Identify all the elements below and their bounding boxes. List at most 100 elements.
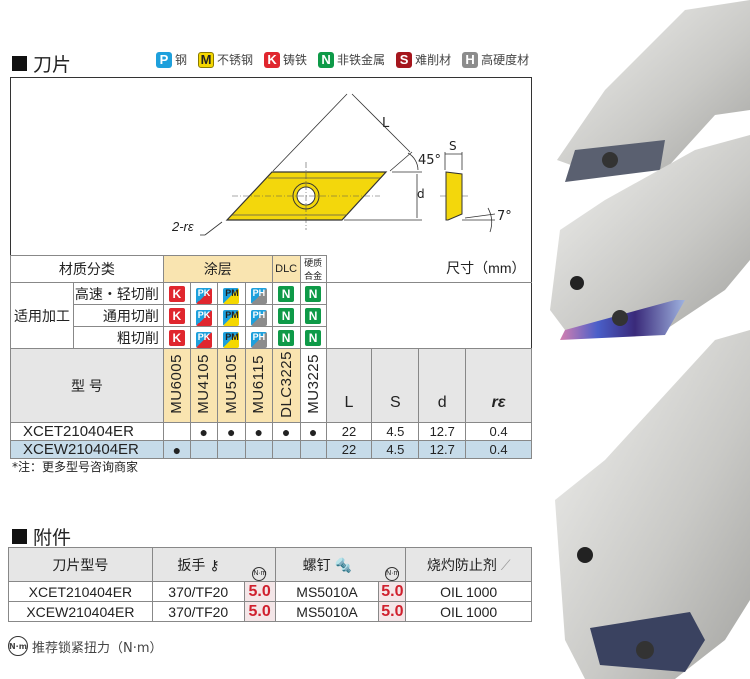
material-icon-n: N (278, 286, 295, 302)
square-bullet-icon (12, 529, 27, 544)
square-bullet-icon (12, 56, 27, 71)
coating-header: 涂层 (162, 255, 273, 283)
grade-header: DLC3225 (271, 348, 301, 423)
legend-label: 高硬度材 (481, 53, 530, 67)
legend-badge-p: P (156, 51, 172, 68)
section-title-text: 刀片 (33, 54, 72, 76)
tube-icon: ⟋ (500, 556, 511, 573)
screw-torque-cell: 5.0 (378, 581, 407, 602)
dim-header-1: S (371, 348, 420, 423)
screw-torque-cell: 5.0 (378, 601, 407, 622)
grade-header: MU6005 (162, 348, 191, 423)
operation-label: 粗切削 (72, 326, 164, 349)
dim-S-cell: 4.5 (371, 422, 420, 441)
tool-photo-2 (550, 135, 750, 340)
accessory-section-title: 附件 (12, 523, 71, 550)
availability-mark: ● (244, 422, 273, 441)
material-icon-pk: PK (195, 288, 212, 304)
material-icon-pm: PM (223, 288, 240, 304)
material-icon-ph: PH (250, 332, 267, 348)
material-icon-n: N (278, 308, 295, 324)
tool-photo-3 (555, 330, 750, 679)
availability-mark (244, 440, 273, 459)
availability-mark (162, 422, 191, 441)
availability-mark (189, 440, 218, 459)
legend-label: 难削材 (415, 53, 452, 67)
model-cell: XCEW210404ER (10, 440, 164, 459)
dim-header-2: d (418, 348, 467, 423)
dim-L-cell: 22 (325, 422, 373, 441)
legend-badge-s: S (396, 51, 413, 68)
angle-45-label: 45° (418, 153, 441, 168)
tool-photo-1 (557, 0, 750, 182)
legend-label: 钢 (175, 53, 188, 67)
material-icon-k: K (168, 330, 185, 346)
grade-header: MU4105 (189, 348, 218, 423)
availability-mark: ● (299, 422, 327, 441)
availability-mark: ● (162, 440, 191, 459)
legend-badge-h: H (462, 51, 479, 68)
table-row: XCEW210404ER 370/TF20 5.0 MS5010A 5.0 OI… (8, 601, 532, 622)
legend-label: 铸铁 (283, 53, 308, 67)
footnote-text: 推荐锁紧扭力（N·m） (32, 640, 163, 656)
screw-header: 螺钉 (302, 556, 331, 573)
insert-model-header: 刀片型号 (8, 547, 153, 582)
torque-icon: N·m (8, 636, 28, 656)
material-icon-n: N (278, 330, 295, 346)
material-icon-ph: PH (250, 288, 267, 304)
operation-label: 通用切削 (72, 304, 164, 327)
material-icon-pk: PK (195, 332, 212, 348)
dim-d-cell: 12.7 (418, 422, 467, 441)
material-icon-ph: PH (250, 310, 267, 326)
material-icon-k: K (168, 286, 185, 302)
dlc-header: DLC (271, 255, 301, 283)
material-icon-n: N (305, 286, 322, 302)
availability-mark (299, 440, 327, 459)
anti-seize-cell: OIL 1000 (405, 581, 532, 602)
grade-header: MU6115 (244, 348, 273, 423)
applicable-label: 适用加工 (10, 282, 74, 349)
insert-model-cell: XCEW210404ER (8, 601, 153, 622)
anti-seize-header: 烧灼防止剂 (426, 556, 497, 573)
section-title-text: 附件 (33, 527, 72, 549)
corner-radius-label: 2-rε (172, 219, 194, 234)
dim-L-label: L (382, 116, 390, 131)
tool-photos (550, 0, 750, 679)
grade-header: MU3225 (299, 348, 327, 423)
availability-mark: ● (216, 422, 246, 441)
dim-r-cell: 0.4 (465, 422, 532, 441)
screw-icon: 🔩 (334, 556, 352, 573)
model-cell: XCET210404ER (10, 422, 164, 441)
legend-badge-n: N (318, 51, 335, 68)
material-icon-pm: PM (223, 310, 240, 326)
material-icon-pk: PK (195, 310, 212, 326)
insert-section-title: 刀片 (12, 50, 71, 77)
table-row: XCET210404ER 370/TF20 5.0 MS5010A 5.0 OI… (8, 581, 532, 602)
operation-label: 高速・轻切削 (72, 282, 164, 305)
model-header: 型 号 (10, 348, 164, 423)
grade-header: MU5105 (216, 348, 246, 423)
dim-S-cell: 4.5 (371, 440, 420, 459)
material-icon-k: K (168, 308, 185, 324)
dim-r-cell: 0.4 (465, 440, 532, 459)
wrench-header: 扳手 (177, 556, 206, 573)
legend-badge-m: M (198, 51, 215, 68)
dim-d-cell: 12.7 (418, 440, 467, 459)
dim-d-label: d (417, 187, 425, 201)
dim-L-cell: 22 (325, 440, 373, 459)
note-text: *注：更多型号咨询商家 (12, 460, 139, 474)
torque-footnote: N·m 推荐锁紧扭力（N·m） (8, 636, 163, 656)
material-icon-n: N (305, 308, 322, 324)
legend-badge-k: K (264, 51, 281, 68)
torque-icon: N·m (252, 567, 267, 581)
availability-mark (271, 440, 301, 459)
material-class-header: 材质分类 (10, 255, 164, 283)
wrench-cell: 370/TF20 (151, 601, 245, 622)
insert-model-cell: XCET210404ER (8, 581, 153, 602)
material-icon-pm: PM (223, 332, 240, 348)
dim-header-0: L (325, 348, 373, 423)
